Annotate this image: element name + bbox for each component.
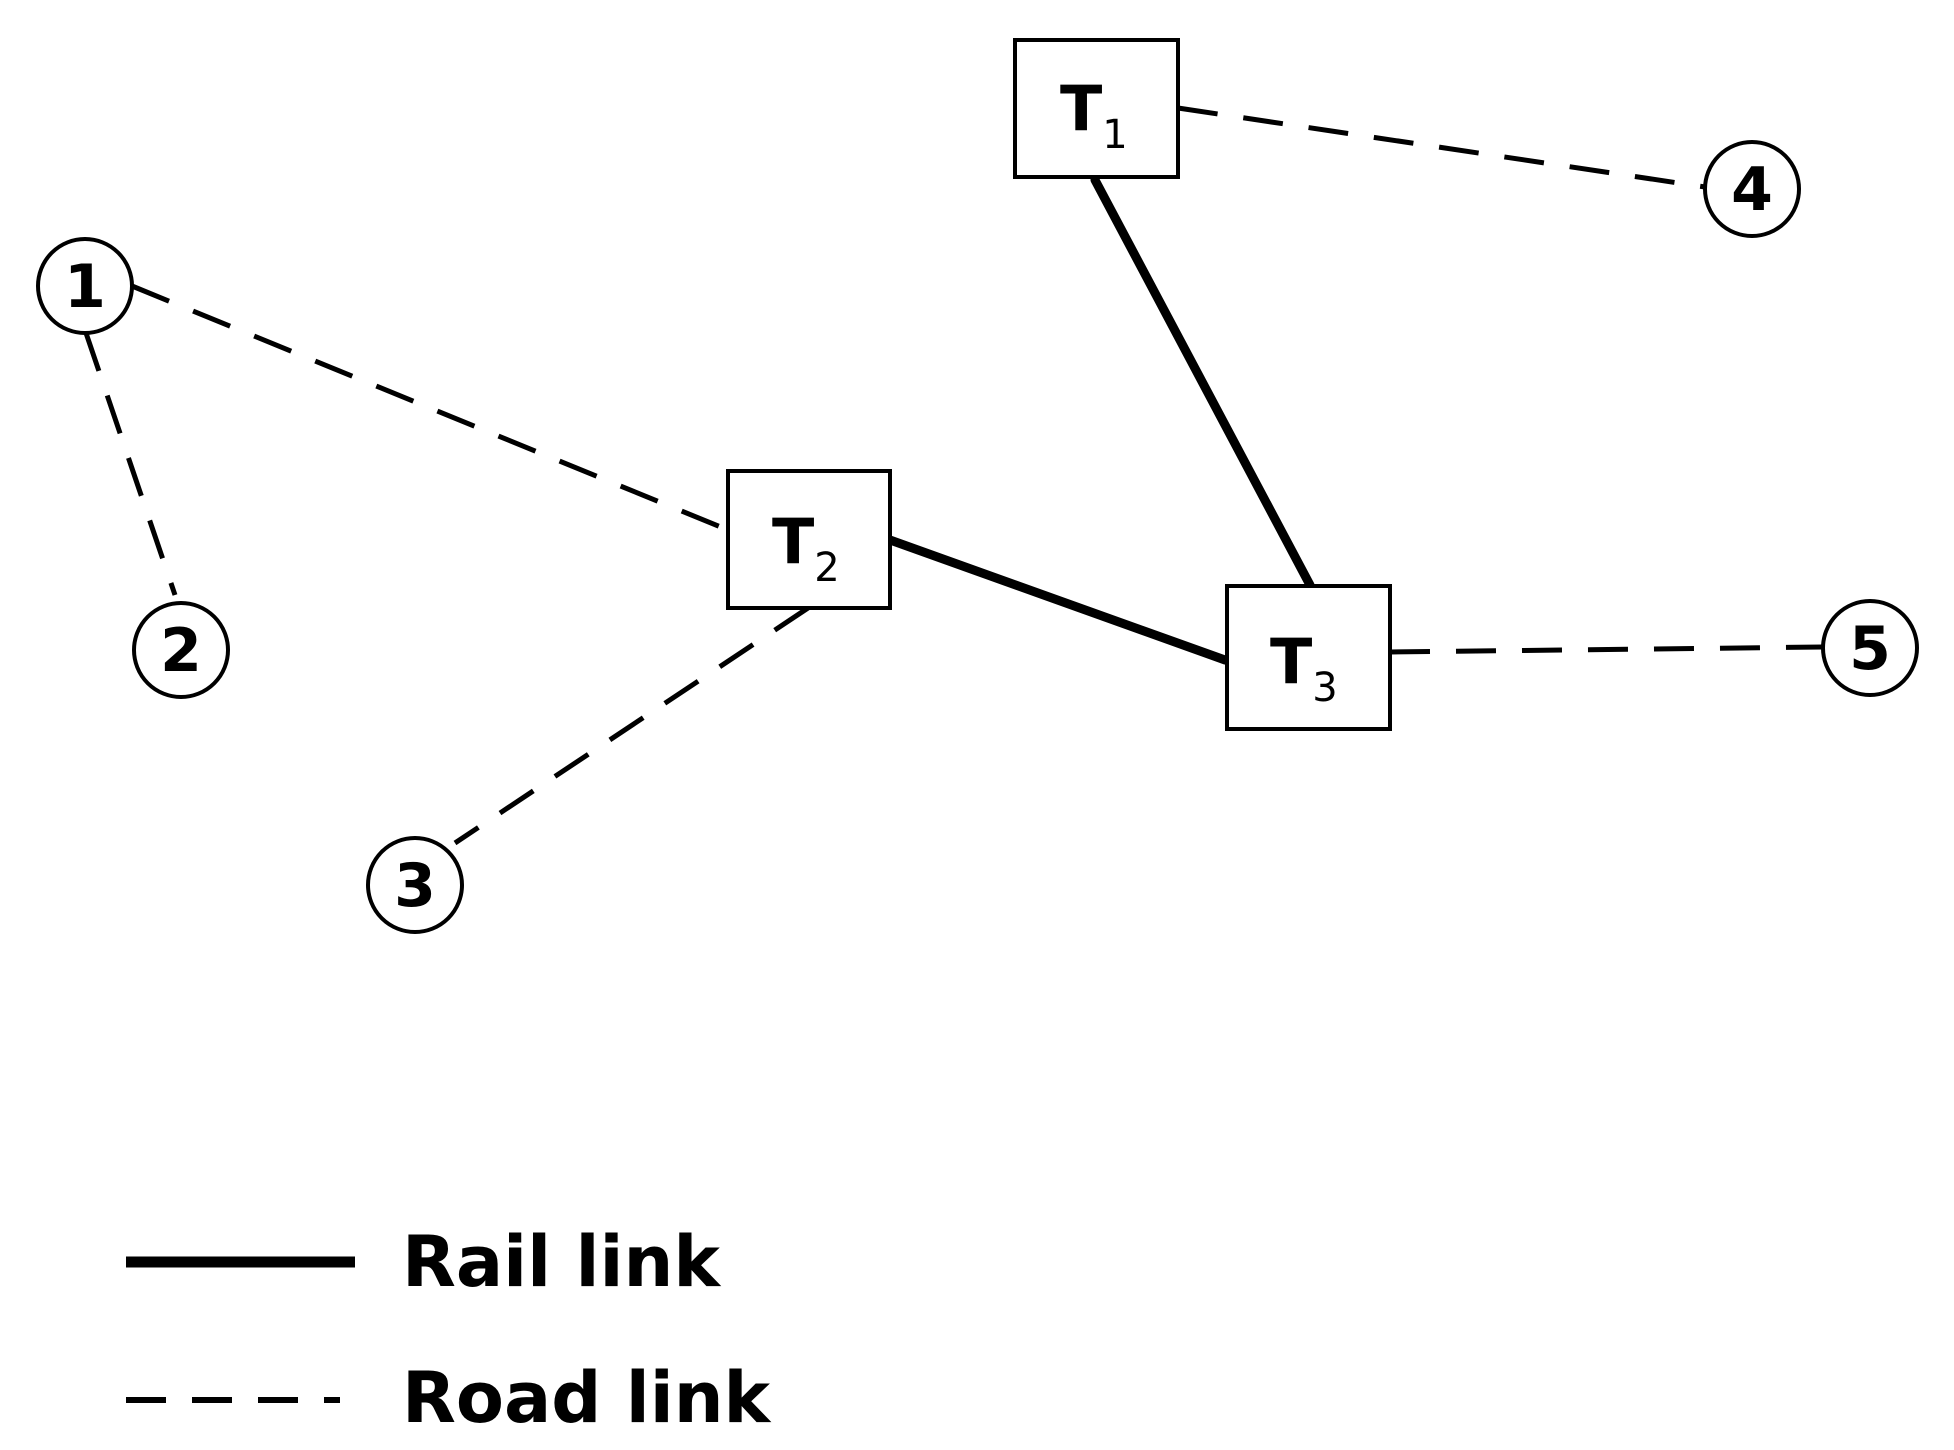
node-circle — [1703, 140, 1801, 238]
node-label: 4 — [1731, 155, 1773, 225]
node-label: 1 — [64, 252, 106, 322]
terminal-box — [726, 469, 892, 610]
node-label: 2 — [160, 616, 202, 686]
terminal-t1: T1 — [1013, 38, 1180, 179]
node-5: 5 — [1821, 599, 1919, 697]
node-1: 1 — [36, 237, 134, 335]
legend-road-label: Road link — [402, 1357, 772, 1439]
node-2: 2 — [132, 601, 230, 699]
road-link-t2-3 — [453, 605, 810, 846]
rail-link-t2-t3 — [885, 535, 1230, 665]
terminal-label: T1 — [1060, 72, 1128, 158]
terminal-box — [1225, 584, 1392, 731]
road-link-1-t2 — [131, 283, 729, 533]
terminal-label: T3 — [1270, 625, 1338, 711]
node-circle — [366, 836, 464, 934]
node-4: 4 — [1703, 140, 1801, 238]
rail-link-t1-t3 — [1090, 175, 1315, 590]
terminal-box — [1013, 38, 1180, 179]
road-link-1-2 — [83, 332, 178, 596]
node-label: 3 — [394, 851, 436, 921]
node-circle — [132, 601, 230, 699]
legend-rail-label: Rail link — [402, 1221, 721, 1303]
road-link-t3-5 — [1389, 644, 1824, 655]
node-circle — [1821, 599, 1919, 697]
terminal-label: T2 — [772, 505, 840, 591]
links-layer — [83, 105, 1824, 846]
node-label: 5 — [1849, 614, 1891, 684]
node-circle — [36, 237, 134, 335]
road-link-t1-4 — [1177, 105, 1706, 190]
legend: Rail link Road link — [126, 1221, 772, 1439]
terminal-t2: T2 — [726, 469, 892, 610]
terminal-t3: T3 — [1225, 584, 1392, 731]
node-3: 3 — [366, 836, 464, 934]
